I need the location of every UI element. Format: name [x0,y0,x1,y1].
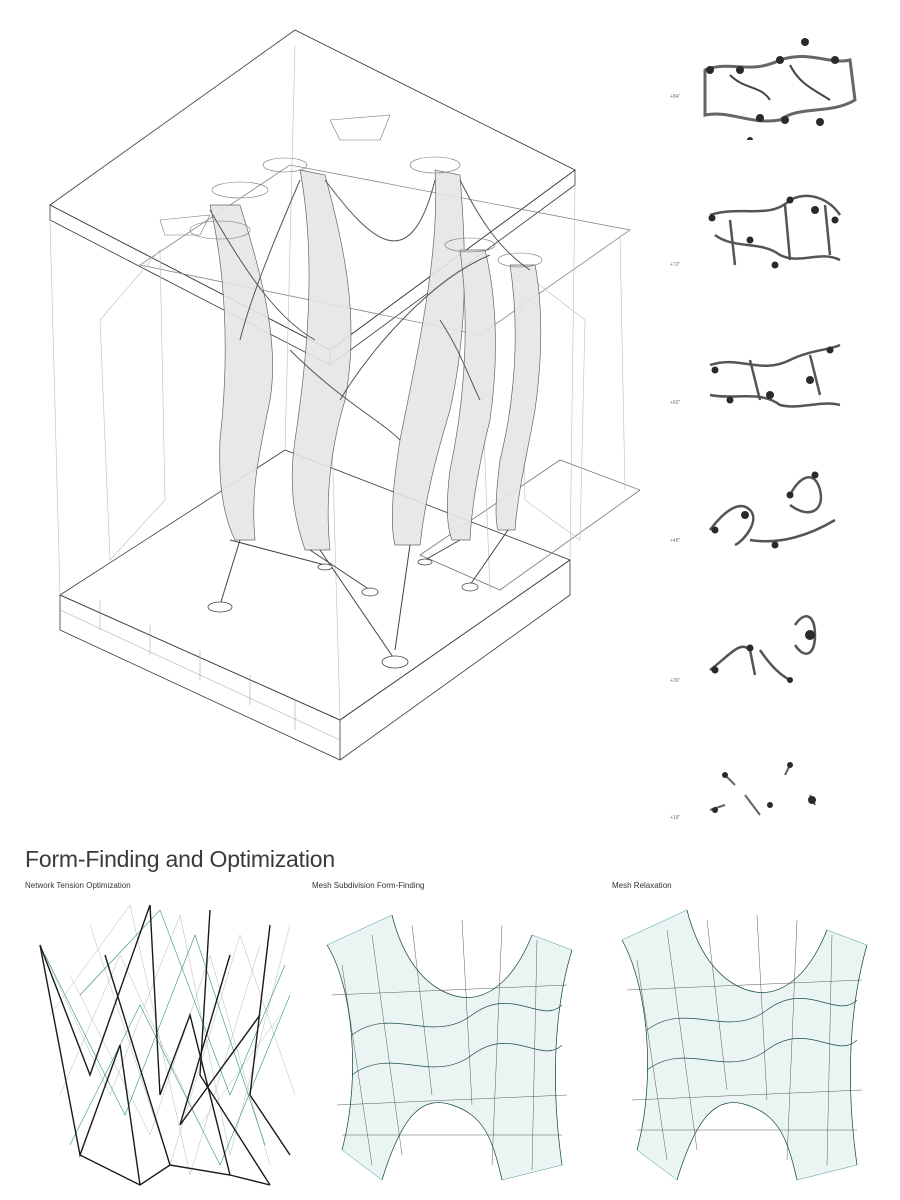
section-height-label: +18" [670,815,681,821]
network-tension-diagram [39,904,296,1186]
base-platform-edge [59,559,571,761]
branching-column-2 [291,169,352,551]
section-cut-3: +60" [670,320,885,430]
section-heading: Form-Finding and Optimization [25,846,335,872]
section-height-label: +48" [670,538,681,544]
section-cut-5: +36" [670,600,885,710]
section-cut-drawing [708,194,842,269]
mesh-relaxation-diagram [621,909,868,1181]
section-cut-drawing [703,38,857,140]
section-height-label: +60" [670,400,681,406]
section-cut-6: +18" [670,735,885,845]
section-height-label: +72" [670,262,681,268]
roof-slab-secondary [138,164,632,336]
panel-label-mesh-relaxation: Mesh Relaxation [612,881,672,890]
branching-column-4 [447,249,496,541]
section-height-label: +84" [670,94,681,100]
section-cuts-column: +84" +72" [670,30,885,830]
footing-5 [461,582,479,592]
section-height-label: +36" [670,678,681,684]
footing-2 [381,655,409,669]
branching-column-5 [495,264,542,531]
footing-1 [207,601,233,613]
panel-label-network-tension: Network Tension Optimization [25,881,131,890]
section-cut-4: +48" [670,460,885,570]
section-cut-drawing [709,343,841,408]
footing-3 [361,587,379,597]
branching-column-3 [391,169,465,546]
section-cut-drawing [709,615,817,683]
section-cut-1: +84" [670,30,885,140]
section-cut-drawing [709,762,816,816]
footing-6 [317,563,333,571]
mesh-subdivision-diagram [326,914,573,1181]
panel-label-mesh-subdivision: Mesh Subdivision Form-Finding [312,881,425,890]
section-cut-drawing [709,471,836,549]
branching-column-1 [209,204,273,541]
footing-4 [417,558,433,566]
pavilion-axonometric-drawing [49,29,640,761]
section-cut-2: +72" [670,180,885,290]
